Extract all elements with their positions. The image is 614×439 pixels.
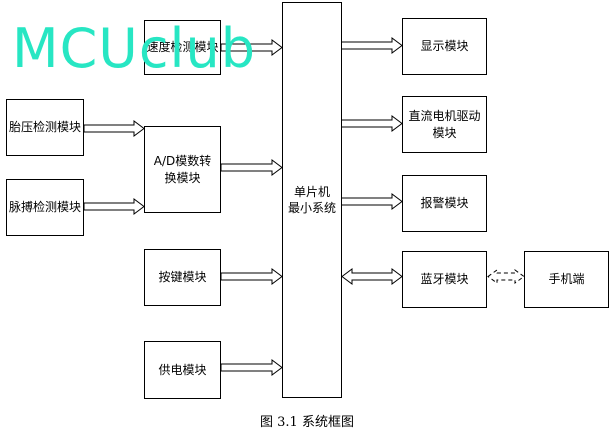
arrow-bluetooth-phone-dashed (487, 269, 525, 284)
arrow-mcu-bluetooth-bidirectional (341, 268, 403, 285)
arrow-speed-to-mcu (220, 39, 283, 56)
power-supply-block: 供电模块 (144, 341, 221, 399)
arrow-mcu-to-alarm (340, 193, 403, 210)
arrow-pulse-to-adc (83, 198, 145, 215)
arrow-keys-to-mcu (220, 268, 283, 285)
figure-caption: 图 3.1 系统框图 (260, 415, 354, 430)
power-supply-label: 供电模块 (158, 362, 207, 377)
dc-motor-driver-block: 直流电机驱动模块 (402, 96, 487, 153)
display-block: 显示模块 (402, 18, 487, 75)
speed-detection-label: 速度检测模块 (146, 40, 219, 55)
tire-pressure-block: 胎压检测模块 (6, 99, 84, 156)
arrow-tire-to-adc (83, 120, 145, 137)
alarm-block: 报警模块 (402, 175, 487, 232)
mcu-label-line2: 最小系统 (287, 201, 336, 215)
mcuclub-watermark: MCUclub (12, 17, 257, 80)
keys-block: 按键模块 (144, 249, 221, 306)
arrow-mcu-to-display (340, 37, 403, 54)
mcu-minimum-system-block: 单片机 最小系统 (282, 2, 342, 398)
pulse-detection-block: 脉搏检测模块 (6, 179, 84, 236)
adc-label: A/D模数转换模块 (153, 154, 212, 185)
speed-detection-block: 速度检测模块 (144, 20, 221, 75)
adc-block: A/D模数转换模块 (144, 126, 221, 213)
bluetooth-block: 蓝牙模块 (402, 251, 487, 308)
pulse-detection-label: 脉搏检测模块 (8, 200, 81, 215)
alarm-label: 报警模块 (420, 196, 469, 211)
phone-label: 手机端 (548, 272, 585, 287)
dc-motor-driver-label: 直流电机驱动模块 (408, 109, 481, 140)
arrow-mcu-to-motor (340, 115, 403, 132)
phone-block: 手机端 (524, 251, 609, 308)
mcu-label-line1: 单片机 (293, 184, 330, 199)
keys-label: 按键模块 (158, 270, 207, 285)
tire-pressure-label: 胎压检测模块 (8, 120, 81, 135)
arrow-power-to-mcu (220, 359, 283, 376)
bluetooth-label: 蓝牙模块 (420, 272, 469, 287)
display-label: 显示模块 (420, 39, 469, 54)
arrow-adc-to-mcu (220, 159, 283, 176)
